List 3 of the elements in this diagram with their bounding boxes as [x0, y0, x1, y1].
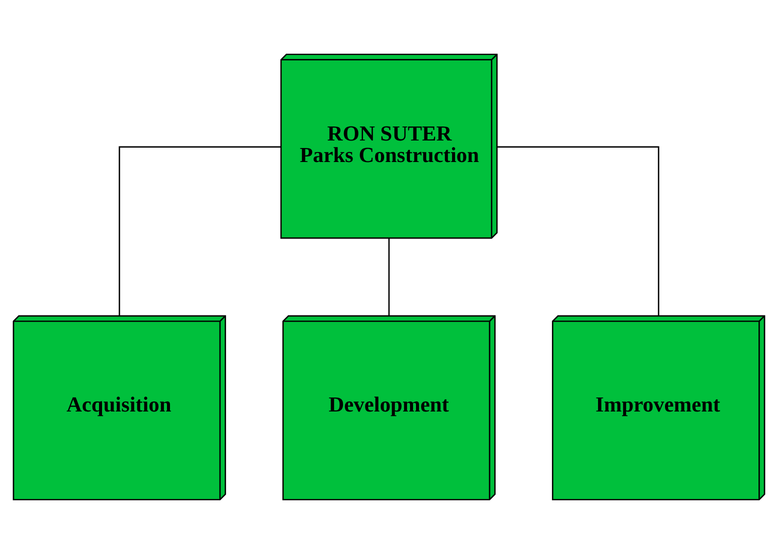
- connector: [118, 146, 281, 316]
- connector: [497, 146, 660, 316]
- connector: [388, 238, 390, 315]
